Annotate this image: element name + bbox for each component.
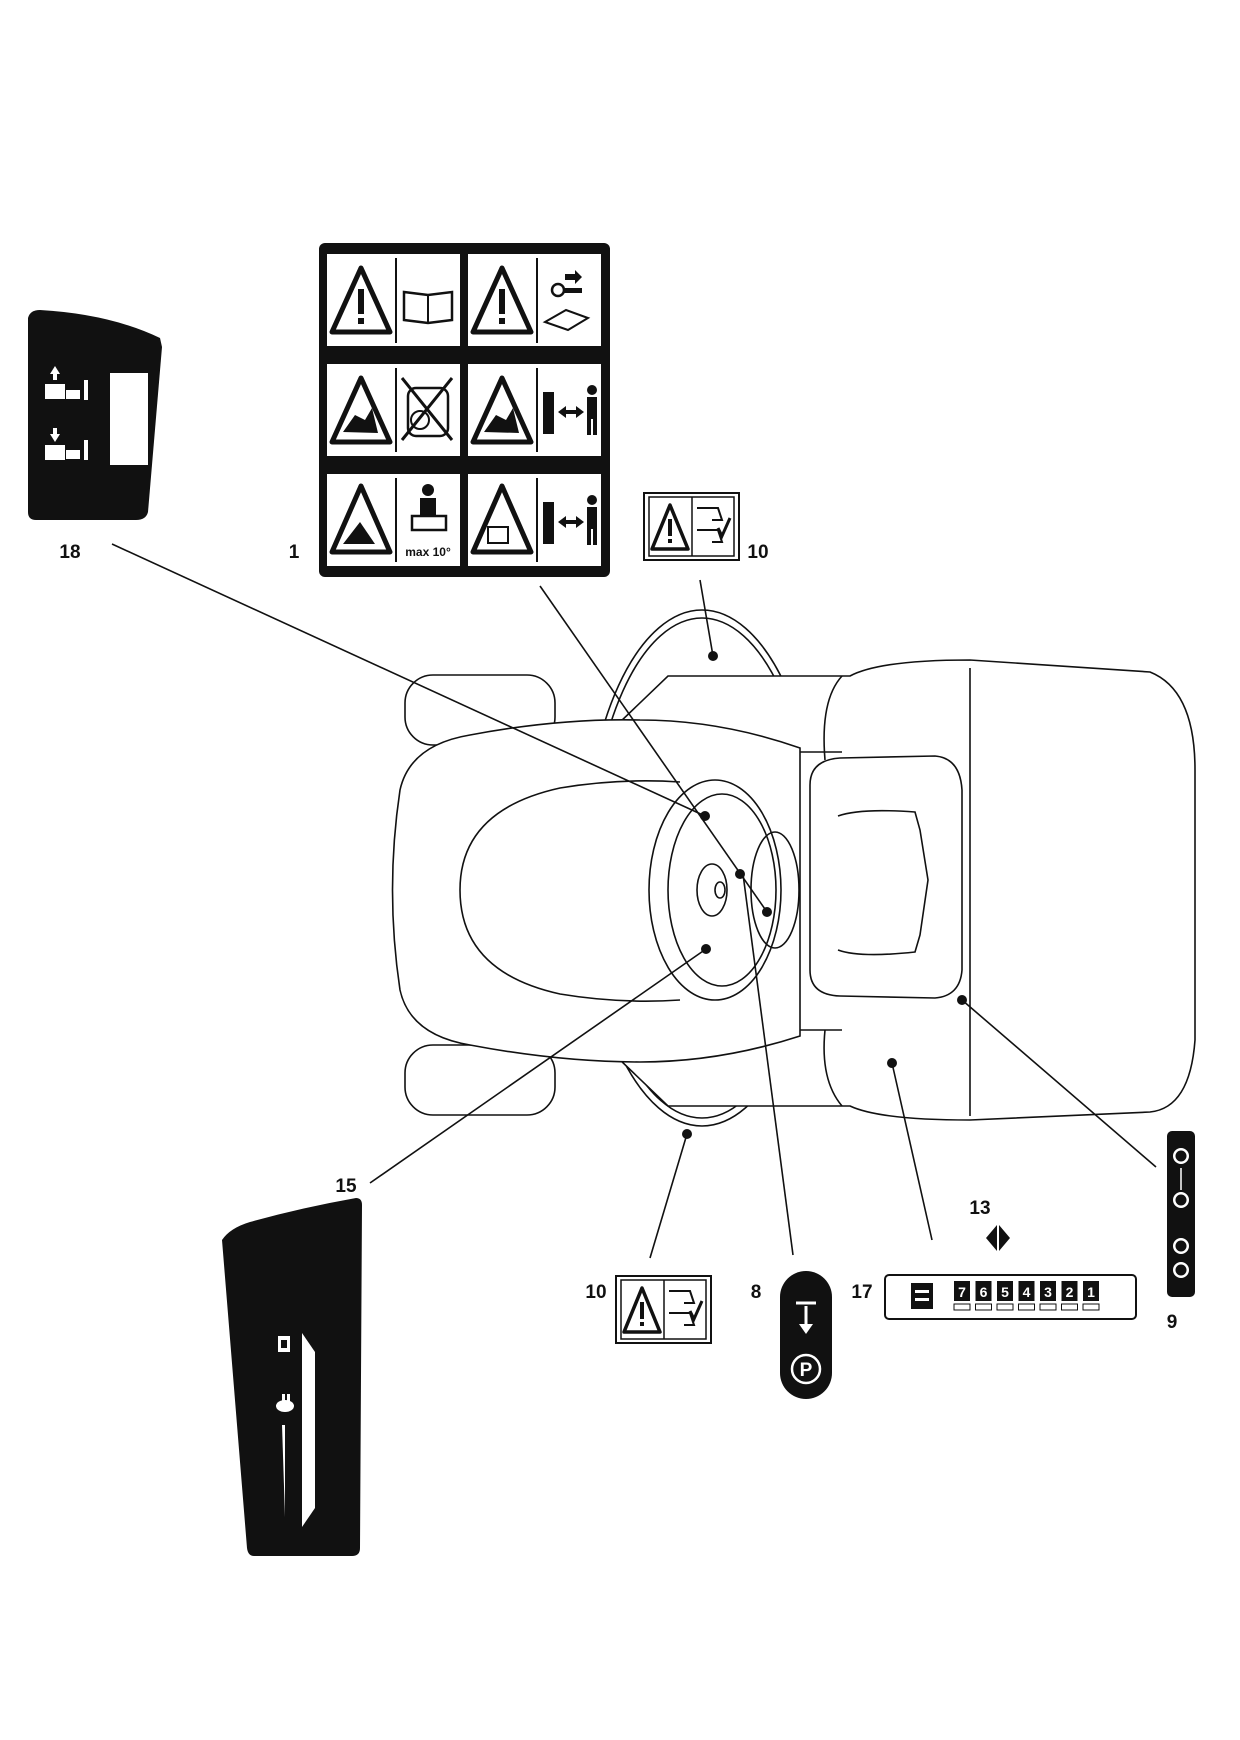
- callout-17: 17: [851, 1282, 872, 1303]
- callout-8: 8: [751, 1282, 762, 1303]
- gear-speed-bar: [1018, 1303, 1035, 1311]
- decal-13: [986, 1225, 1010, 1251]
- slope-driver-icon: [410, 484, 448, 532]
- decal-1-panel-rollover: [327, 364, 460, 456]
- leader-lines: [111, 543, 1157, 1259]
- gear-box-5: [997, 1281, 1013, 1301]
- gear-label: 4: [1023, 1284, 1031, 1300]
- tractor-outline: [391, 609, 1196, 1127]
- decal-1-panel-key: [468, 254, 601, 346]
- callout-1: 1: [289, 542, 300, 563]
- deck-lower-icon: [45, 428, 88, 460]
- gear-speed-bar: [1082, 1303, 1100, 1311]
- gear-label: 6: [980, 1284, 988, 1300]
- gear-speed-bar: [1039, 1303, 1057, 1311]
- callout-18: 18: [59, 542, 80, 563]
- decal-1-panel-manual: [327, 254, 460, 346]
- gear-speed-bar: [996, 1303, 1014, 1311]
- manual-book-icon: [402, 290, 454, 325]
- decal-1-panel-mow-distance: [468, 474, 601, 566]
- decal-10-top: [643, 492, 740, 561]
- decal-18: [28, 310, 162, 520]
- keep-distance-icon: [543, 385, 597, 435]
- decal-8: P: [780, 1271, 832, 1399]
- svg-text:P: P: [800, 1360, 813, 1381]
- callout-15: 15: [335, 1176, 357, 1197]
- callout-13: 13: [969, 1198, 990, 1219]
- remove-key-icon: [542, 270, 591, 332]
- warning-triangle-icon: [329, 265, 393, 335]
- fast-speed-icon: [276, 1394, 294, 1412]
- parking-brake-icon: P: [790, 1353, 822, 1385]
- gear-speed-bar: [975, 1303, 992, 1311]
- gear-label: 7: [958, 1284, 966, 1300]
- gear-label: 5: [1001, 1284, 1009, 1300]
- callout-10-bottom: 10: [585, 1282, 606, 1303]
- decal-9: [1167, 1131, 1195, 1297]
- gear-shift-icon: [911, 1283, 933, 1309]
- gear-box-3: [1040, 1281, 1056, 1301]
- gear-box-4: [1018, 1281, 1035, 1301]
- gear-box-6: [975, 1281, 992, 1301]
- gear-box-7: [954, 1281, 970, 1301]
- gear-speed-bar: [953, 1303, 971, 1311]
- callout-9: 9: [1167, 1312, 1178, 1333]
- gear-label: 3: [1044, 1284, 1052, 1300]
- callout-labels: 18 1 10 15 13 10 8 17 9: [59, 542, 1177, 1333]
- decal-1-panel-slope: max 10°: [327, 474, 460, 566]
- gear-box-1: [1083, 1281, 1099, 1301]
- callout-10-top: 10: [747, 542, 768, 563]
- slope-limit-text: max 10°: [405, 545, 451, 559]
- decal-10-bottom: [615, 1275, 712, 1344]
- decal-1: max 10°: [319, 243, 610, 577]
- gear-label: 2: [1066, 1284, 1074, 1300]
- no-passenger-icon: [400, 377, 454, 441]
- deck-raise-icon: [45, 366, 88, 400]
- decal-15: [222, 1198, 362, 1556]
- gear-box-2: [1061, 1281, 1078, 1301]
- decal-1-panel-distance: [468, 364, 601, 456]
- gear-label: 1: [1087, 1284, 1095, 1300]
- slow-speed-icon: [278, 1336, 290, 1352]
- leader-dots: [682, 651, 967, 1139]
- gear-speed-bar: [1061, 1303, 1078, 1311]
